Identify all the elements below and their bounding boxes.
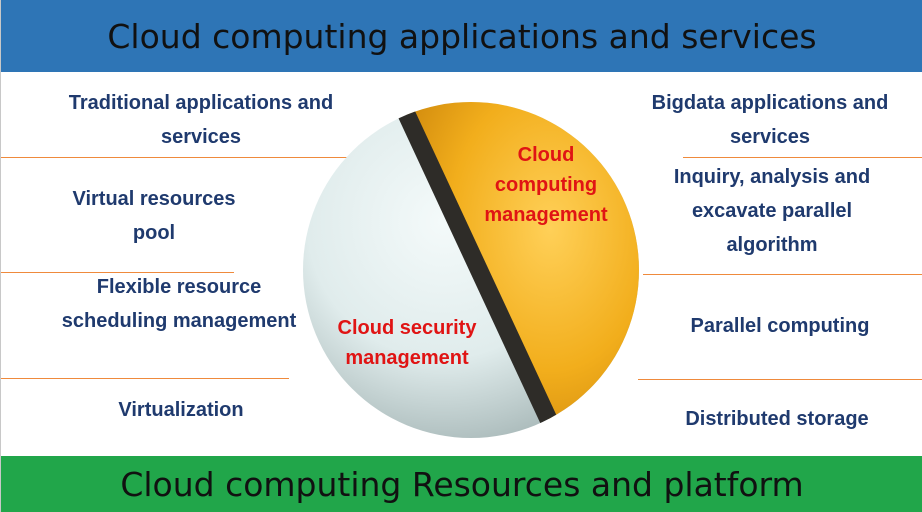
- top-banner: Cloud computing applications and service…: [1, 0, 922, 72]
- left-divider-2: [1, 272, 234, 273]
- bottom-banner-title: Cloud computing Resources and platform: [120, 464, 804, 504]
- sphere-graphic: [303, 102, 639, 438]
- sphere-label-cloud-security-management: Cloud security management: [337, 317, 477, 369]
- right-label-parallel-computing: Parallel computing: [690, 315, 870, 337]
- sphere-orange-half: [399, 102, 639, 438]
- right-divider-2: [643, 274, 922, 275]
- bottom-banner: Cloud computing Resources and platform: [1, 456, 922, 512]
- sphere-dividing-band: [390, 102, 568, 438]
- left-divider-1: [1, 157, 353, 158]
- right-divider-3: [638, 379, 922, 380]
- left-label-traditional-applications: Traditional applications and services: [68, 92, 334, 148]
- right-divider-1: [683, 157, 922, 158]
- left-label-virtualization: Virtualization: [118, 399, 244, 421]
- top-banner-title: Cloud computing applications and service…: [107, 16, 817, 56]
- right-label-inquiry-analysis: Inquiry, analysis and excavate parallel …: [673, 166, 871, 256]
- left-divider-3: [1, 378, 289, 379]
- sphere-label-cloud-computing-management: Cloud computing management: [484, 144, 608, 226]
- left-label-flexible-resource-scheduling: Flexible resource scheduling management: [61, 276, 297, 332]
- right-label-bigdata-applications: Bigdata applications and services: [651, 92, 889, 148]
- left-label-virtual-resources-pool: Virtual resources pool: [72, 188, 236, 244]
- right-label-distributed-storage: Distributed storage: [685, 408, 869, 430]
